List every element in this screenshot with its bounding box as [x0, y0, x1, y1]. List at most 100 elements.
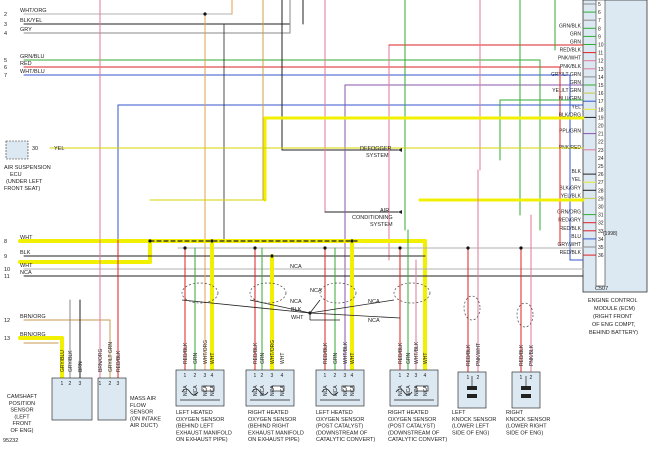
- ecm-pin-number: 17: [598, 99, 604, 105]
- sensor-label-line: RIGHT HEATED: [248, 410, 288, 416]
- sensor-label-line: (POST CATALYST): [388, 424, 435, 430]
- left-terminal-wire-color: WHT: [20, 235, 33, 241]
- heater-icon: [321, 388, 339, 396]
- sensor-pin-number: 1: [184, 373, 187, 379]
- sensor-pin-number: 2: [194, 373, 197, 379]
- air-suspension-label: AIR SUSPENSION: [4, 165, 51, 171]
- ecm-pin-number: 29: [598, 196, 604, 202]
- sensor-label-line: SIDE OF ENG): [452, 430, 489, 436]
- left-terminal-number: 10: [4, 267, 10, 273]
- left-terminal-number: 12: [4, 318, 10, 324]
- sensor-pin-number: 2: [477, 375, 480, 381]
- sensor-nca-label: NCA: [183, 385, 189, 396]
- sensor-wire-color: GRY/LT GRN: [108, 342, 114, 372]
- sensor-pin-number: 4: [424, 373, 427, 379]
- sensor-label-line: SIDE OF ENG): [506, 430, 543, 436]
- sensor-pin-number: 4: [351, 373, 354, 379]
- sensor-label-line: (BEHIND LEFT: [176, 424, 214, 430]
- sensor-nca-label: NCA: [280, 385, 286, 396]
- left-terminal-wire-color: WHT/ORG: [20, 8, 47, 14]
- left-terminal-number: 11: [4, 274, 10, 280]
- sensor-wire-color: PNK/BLK: [529, 344, 535, 366]
- sensor-label-line: POSITION: [9, 401, 35, 407]
- sensor-wire-color: RED/BLK: [398, 342, 404, 364]
- sensor-wire-color: GRN: [406, 353, 412, 365]
- sensor-wire-color: RED/BLK: [323, 342, 329, 364]
- sensor-label-line: OXYGEN SENSOR: [316, 417, 364, 423]
- air-suspension-label: FRONT SEAT): [4, 186, 40, 192]
- sensor-nca-label: NCA: [323, 385, 329, 396]
- sensor-nca-label: NCA: [406, 385, 412, 396]
- knock-element-icon: [521, 394, 531, 398]
- ecm-title-line: MODULE (ECM): [594, 306, 635, 312]
- left-terminal-number: 5: [4, 58, 7, 64]
- figure-id: 95232: [3, 438, 18, 444]
- sensor-pin-number: 1: [520, 375, 523, 381]
- ecm-pin-number: 22: [598, 140, 604, 146]
- wire-layer: [18, 0, 585, 380]
- ecm-pin-number: 10: [598, 43, 604, 49]
- sensor-label-line: OF ENG): [11, 428, 34, 434]
- ecm-pin-number: 9: [598, 34, 601, 40]
- air-suspension-pin: 30: [32, 146, 38, 152]
- ecm-pin-number: 34: [598, 237, 604, 243]
- sensor-nca-label: NCA: [398, 385, 404, 396]
- sensor-label-line: CATALYTIC CONVERT): [316, 437, 375, 443]
- sensor-wire-color: GRY/BLK: [68, 350, 74, 372]
- ecm-pin-color: GRN: [570, 31, 582, 37]
- ecm-pin-color: BLK: [572, 169, 582, 175]
- defogger-arrow: [398, 148, 402, 152]
- sensor-wire-color: WHT/BLK: [343, 341, 349, 364]
- ecm-pin-color: YEL: [572, 104, 582, 110]
- sensor-wire-color: GRN: [260, 353, 266, 365]
- left-terminal-number: 8: [4, 239, 7, 245]
- sensor-pin-number: 1: [399, 373, 402, 379]
- ecm-pin-color: GRY/WHT: [557, 242, 581, 248]
- sensor-wire-color: GRN: [333, 353, 339, 365]
- sensor-nca-label: NCA: [270, 385, 276, 396]
- sensor-nca-label: NCA: [343, 385, 349, 396]
- sensor-label-line: LEFT: [452, 410, 466, 416]
- sensor-body: [97, 377, 127, 421]
- ecm-pin-number: 12: [598, 59, 604, 65]
- left-terminal-wire-color: GRY: [20, 27, 32, 33]
- sensor-label-line: MASS AIR: [130, 396, 156, 402]
- left-terminal-number: 6: [4, 65, 7, 71]
- sensor-label-line: (DOWNSTREAM OF: [388, 430, 440, 436]
- ac-label: AIR: [380, 208, 389, 214]
- sensor-nca-label: NCA: [414, 385, 420, 396]
- ecm-connector-id: C507: [595, 286, 608, 292]
- sensor-wire-color: RED/BLK: [116, 350, 122, 372]
- sensor-nca-label: NCA: [253, 385, 259, 396]
- sensor-label-line: FRONT: [13, 421, 33, 427]
- left-terminal-number: 9: [4, 254, 7, 260]
- nca-label: NCA: [368, 318, 380, 324]
- ecm-pin-number: 19: [598, 115, 604, 121]
- sensor-label-line: (ON INTAKE: [130, 416, 161, 422]
- sensor-label-line: LEFT HEATED: [176, 410, 213, 416]
- sensor-label-line: (POST CATALYST): [316, 424, 363, 430]
- ecm-pin-color: GRN/ORG: [557, 210, 581, 216]
- left-terminal-wire-color: WHT/BLU: [20, 69, 45, 75]
- defogger-label: DEFOGGER: [360, 146, 392, 152]
- sensor-wire-color: WHT: [210, 353, 216, 364]
- ecm-pin-color: GRN/BLK: [559, 23, 582, 29]
- ecm-pin-number: 33: [598, 229, 604, 235]
- sensor-label-line: FLOW: [130, 403, 147, 409]
- sensor-pin-number: 3: [79, 381, 82, 387]
- sensor-wire-color: BRN: [78, 361, 84, 372]
- left-terminal-number: 4: [4, 31, 7, 37]
- sensor-pin-number: 3: [271, 373, 274, 379]
- sensor-pin-number: 2: [261, 373, 264, 379]
- ecm-pin-color: PNK/BLK: [560, 64, 582, 70]
- ecm-pin-number: 36: [598, 253, 604, 259]
- ecm-pin-number: 26: [598, 172, 604, 178]
- left-terminal-number: 2: [4, 12, 7, 18]
- heater-icon: [395, 388, 413, 396]
- sensor-pin-number: 3: [344, 373, 347, 379]
- sensor-pin-number: 3: [415, 373, 418, 379]
- ecm-title-line: BEHIND BATTERY): [589, 330, 638, 336]
